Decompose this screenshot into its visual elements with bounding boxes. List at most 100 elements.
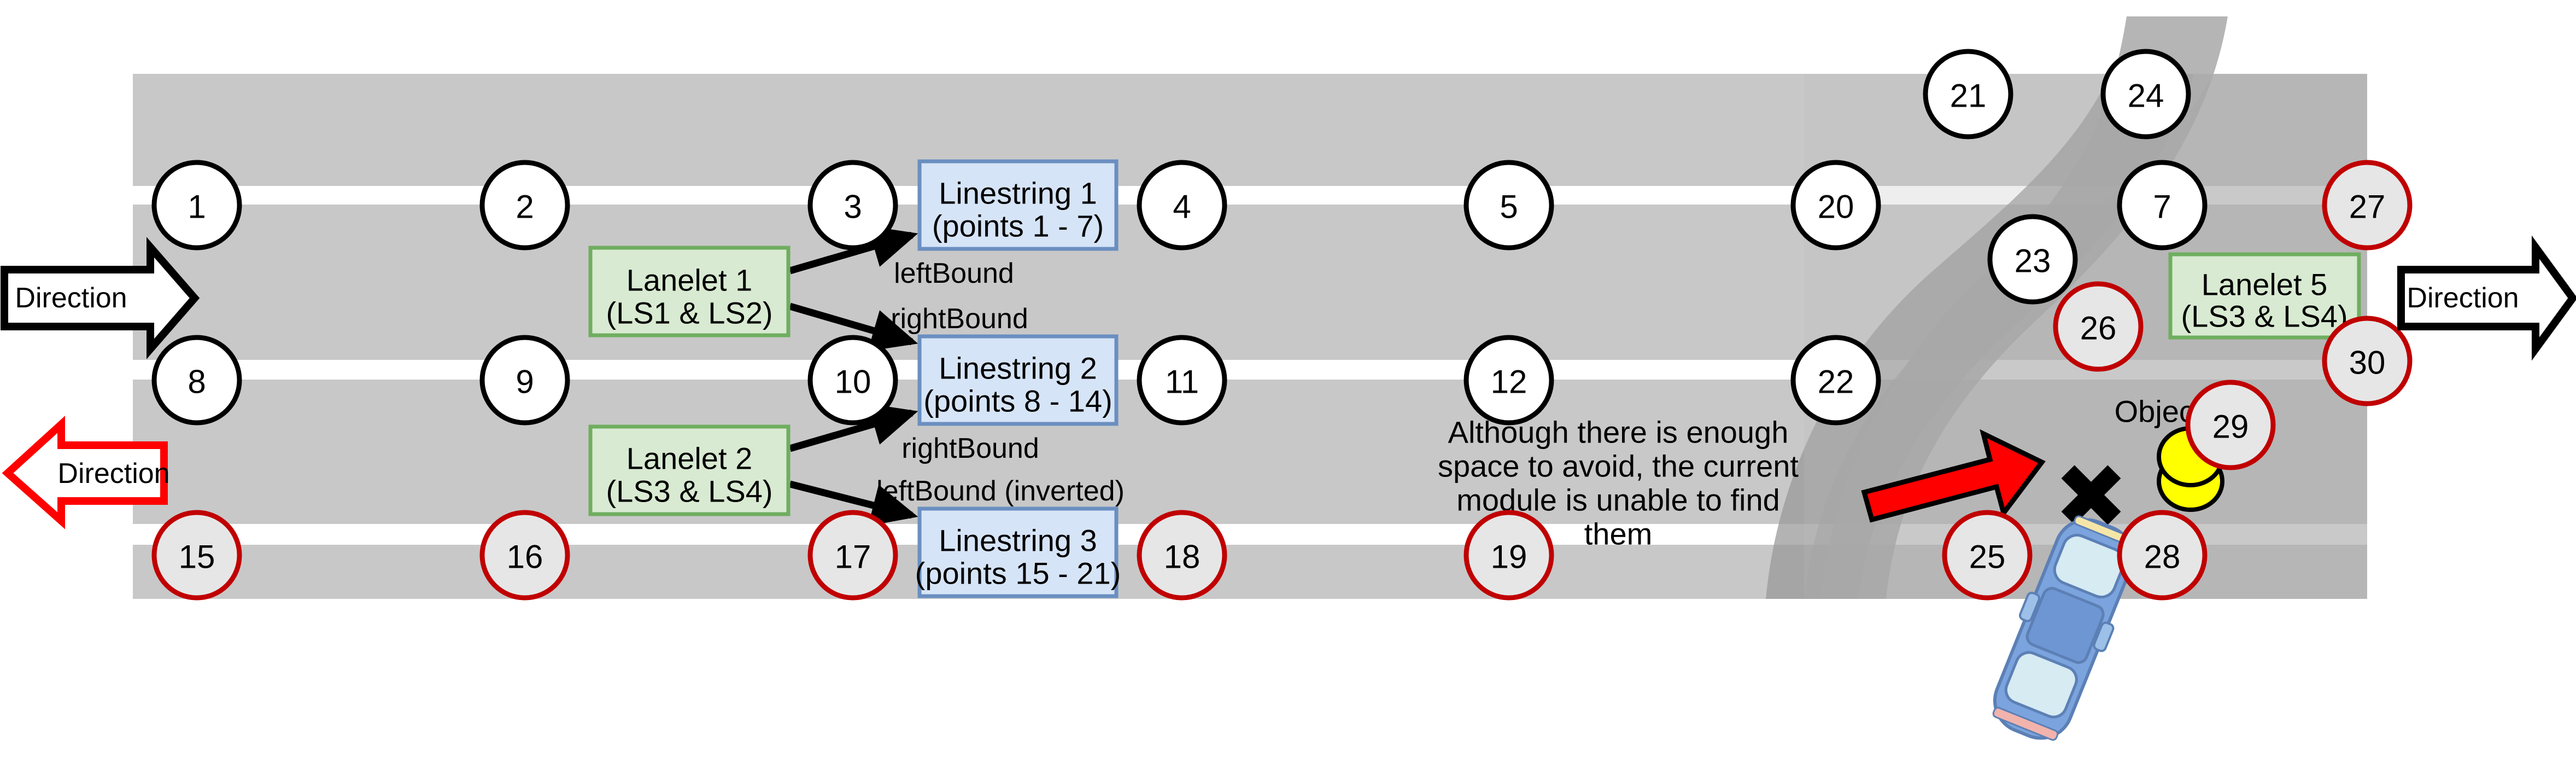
node-18[interactable]: 18 bbox=[1137, 510, 1227, 601]
edge-label-rightbound-2: rightBound bbox=[901, 433, 1039, 464]
linestring-box-1-line1: Linestring 1 bbox=[939, 176, 1097, 211]
direction-arrow-left-red-shape bbox=[2, 416, 168, 529]
node-27[interactable]: 27 bbox=[2322, 160, 2413, 250]
node-5-circle bbox=[1463, 160, 1554, 250]
node-10-circle bbox=[807, 335, 898, 426]
lanelet-box-5-line2: (LS3 & LS4) bbox=[2181, 299, 2347, 334]
node-3-circle bbox=[807, 160, 898, 250]
node-4-circle bbox=[1137, 160, 1227, 250]
node-28[interactable]: 28 bbox=[2117, 510, 2208, 601]
cross-bar-vertical bbox=[2061, 465, 2121, 525]
direction-arrow-right-end-shape bbox=[2397, 235, 2576, 361]
node-23[interactable]: 23 bbox=[1987, 214, 2078, 305]
node-11-circle bbox=[1137, 335, 1227, 426]
node-7-label: 7 bbox=[2153, 189, 2171, 225]
node-22[interactable]: 22 bbox=[1790, 335, 1881, 426]
node-19-label: 19 bbox=[1491, 539, 1527, 575]
node-15-circle bbox=[151, 510, 242, 601]
node-15[interactable]: 15 bbox=[151, 510, 242, 601]
node-19-circle bbox=[1463, 510, 1554, 601]
node-30-circle bbox=[2322, 316, 2413, 406]
linestring-box-1-rect bbox=[917, 159, 1119, 251]
merge-band-top bbox=[1820, 16, 2228, 599]
node-4-label: 4 bbox=[1173, 189, 1191, 225]
lanelet-box-2[interactable]: Lanelet 2 (LS3 & LS4) bbox=[588, 424, 791, 516]
node-30-label: 30 bbox=[2349, 345, 2386, 381]
node-25-label: 25 bbox=[1969, 539, 2006, 575]
node-28-circle bbox=[2117, 510, 2208, 601]
node-17-circle bbox=[807, 510, 898, 601]
annotation-line-2: space to avoid, the current bbox=[1438, 449, 1799, 483]
lanelet-box-1-line1: Lanelet 1 bbox=[627, 263, 752, 298]
lanelet-box-5-line1: Lanelet 5 bbox=[2202, 267, 2327, 302]
node-8-circle bbox=[151, 335, 242, 426]
red-avoid-arrow bbox=[1861, 429, 2046, 523]
node-10[interactable]: 10 bbox=[807, 335, 898, 426]
linestring-box-2[interactable]: Linestring 2 (points 8 - 14) bbox=[917, 334, 1119, 426]
node-11-label: 11 bbox=[1165, 364, 1199, 400]
linestring-box-3-rect bbox=[917, 506, 1119, 598]
node-3[interactable]: 3 bbox=[807, 160, 898, 250]
node-21[interactable]: 21 bbox=[1923, 49, 2013, 139]
node-9-circle bbox=[479, 335, 570, 426]
node-24[interactable]: 24 bbox=[2100, 49, 2191, 139]
node-30[interactable]: 30 bbox=[2322, 316, 2413, 406]
direction-arrow-top-left-shape bbox=[1, 237, 200, 359]
car-windshield bbox=[2053, 533, 2126, 599]
node-9[interactable]: 9 bbox=[479, 335, 570, 426]
node-20-label: 20 bbox=[1818, 189, 1854, 225]
car-taillights bbox=[1992, 707, 2059, 741]
node-23-label: 23 bbox=[2015, 243, 2051, 279]
annotation-line-4: them bbox=[1584, 517, 1653, 551]
node-2-label: 2 bbox=[516, 189, 534, 225]
node-2-circle bbox=[479, 160, 570, 250]
node-17-label: 17 bbox=[835, 539, 871, 575]
node-12[interactable]: 12 bbox=[1463, 335, 1554, 426]
node-4[interactable]: 4 bbox=[1137, 160, 1227, 250]
lanelet-boxes: Lanelet 1 (LS1 & LS2) Lanelet 2 (LS3 & L… bbox=[588, 246, 2361, 516]
edge-label-group: leftBound rightBound rightBound leftBoun… bbox=[876, 258, 1125, 507]
node-25-circle bbox=[1942, 510, 2033, 601]
direction-arrow-top-left[interactable]: Direction bbox=[1, 237, 200, 359]
node-26[interactable]: 26 bbox=[2053, 281, 2144, 372]
node-11[interactable]: 11 bbox=[1137, 335, 1227, 426]
node-27-label: 27 bbox=[2349, 189, 2386, 225]
node-5[interactable]: 5 bbox=[1463, 160, 1554, 250]
node-29[interactable]: 29 bbox=[2185, 380, 2276, 470]
node-17[interactable]: 17 bbox=[807, 510, 898, 601]
node-12-label: 12 bbox=[1491, 364, 1527, 400]
node-28-label: 28 bbox=[2144, 539, 2181, 575]
edge-label-leftbound-1: leftBound bbox=[894, 258, 1014, 289]
linestring-box-1[interactable]: Linestring 1 (points 1 - 7) bbox=[917, 159, 1119, 251]
node-19[interactable]: 19 bbox=[1463, 510, 1554, 601]
node-9-label: 9 bbox=[516, 364, 534, 400]
linestring-box-3[interactable]: Linestring 3 (points 15 - 21) bbox=[915, 506, 1121, 598]
direction-arrow-left-red-label: Direction bbox=[57, 458, 169, 490]
node-3-label: 3 bbox=[844, 189, 862, 225]
node-2[interactable]: 2 bbox=[479, 160, 570, 250]
node-20[interactable]: 20 bbox=[1790, 160, 1881, 250]
node-circles: 1 2 3 4 5 20 7 27 21 24 23 8 9 10 11 12 … bbox=[151, 49, 2413, 601]
car-mirror-right bbox=[2093, 621, 2115, 653]
red-avoid-arrow-shape bbox=[1861, 429, 2046, 523]
node-18-circle bbox=[1137, 510, 1227, 601]
node-25[interactable]: 25 bbox=[1942, 510, 2033, 601]
node-8[interactable]: 8 bbox=[151, 335, 242, 426]
node-20-circle bbox=[1790, 160, 1881, 250]
edge-label-rightbound-1: rightBound bbox=[891, 303, 1028, 335]
node-16-label: 16 bbox=[507, 539, 543, 575]
node-27-circle bbox=[2322, 160, 2413, 250]
lanelet-box-5[interactable]: Lanelet 5 (LS3 & LS4) bbox=[2168, 252, 2361, 340]
node-26-label: 26 bbox=[2080, 310, 2117, 347]
node-16[interactable]: 16 bbox=[479, 510, 570, 601]
node-21-label: 21 bbox=[1950, 78, 1987, 114]
lanelet-box-1[interactable]: Lanelet 1 (LS1 & LS2) bbox=[588, 246, 791, 337]
direction-arrow-right-end[interactable]: Direction bbox=[2397, 235, 2576, 361]
lanelet-box-2-line1: Lanelet 2 bbox=[627, 441, 752, 476]
direction-arrow-left-red[interactable]: Direction bbox=[2, 416, 170, 529]
direction-arrow-top-left-label: Direction bbox=[15, 282, 127, 314]
node-7[interactable]: 7 bbox=[2117, 160, 2208, 250]
node-1[interactable]: 1 bbox=[151, 160, 242, 250]
node-22-circle bbox=[1790, 335, 1881, 426]
linestring-box-3-line2: (points 15 - 21) bbox=[915, 556, 1121, 591]
